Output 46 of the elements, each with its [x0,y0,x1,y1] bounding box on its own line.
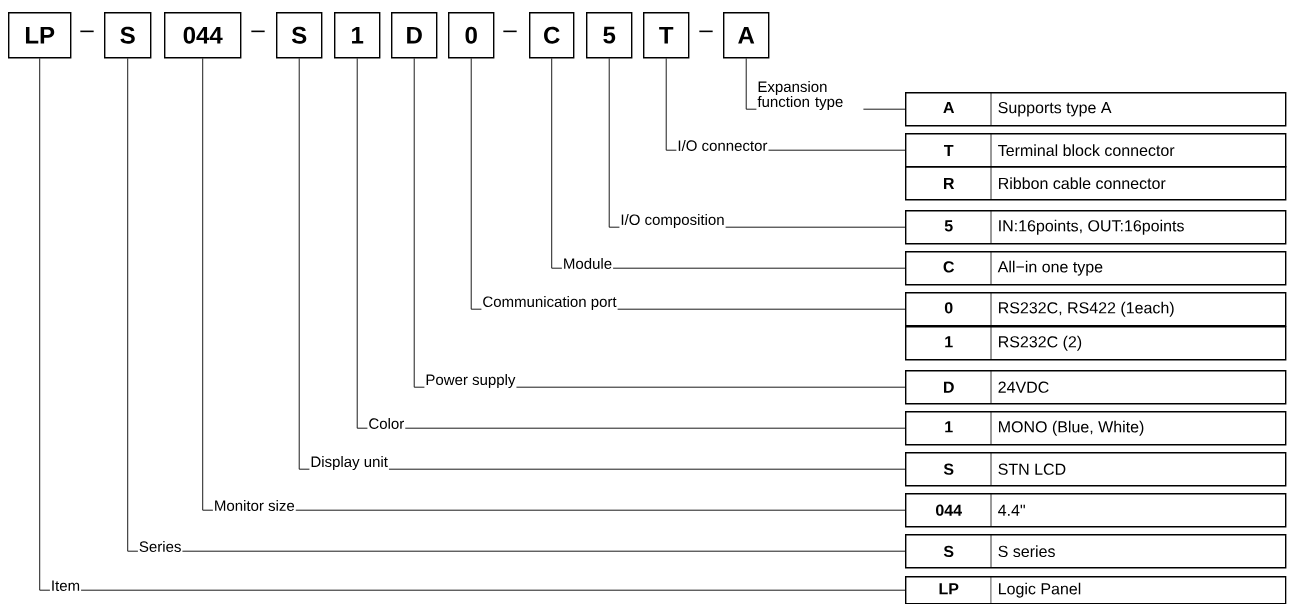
table-row: LP Logic Panel [905,575,1287,604]
leader-line [356,57,906,429]
code-box: 0 [448,12,495,59]
table-row: D 24VDC [905,369,1287,405]
separator-dash: – [80,30,94,33]
table-row: T Terminal block connector [905,132,1287,168]
table-row: 1 MONO (Blue, White) [905,410,1287,446]
edge-label: Expansion function type [756,80,864,111]
edge-label: Series [137,540,183,553]
edge-label: Item [49,579,82,592]
leader-line [413,57,906,388]
code-box: S [276,12,323,59]
edge-label: Color [367,417,406,430]
edge-label: Communication port [481,295,618,311]
edge-label: Module [561,257,614,270]
table-row: 1 RS232C (2) [905,325,1287,361]
leader-line [127,57,906,552]
table-row: R Ribbon cable connector [905,165,1287,201]
code-box: 5 [586,12,633,59]
edge-label: Power supply [424,373,517,389]
code-box: 1 [334,12,381,59]
code-box: 044 [164,12,242,59]
table-row: C All−in one type [905,250,1287,286]
table-row: 044 4.4" [905,492,1287,528]
edge-label: Monitor size [212,499,296,512]
table-row: A Supports type A [905,91,1287,127]
table-row: S S series [905,533,1287,569]
edge-label: Display unit [309,455,389,471]
leader-line [298,57,906,470]
code-box: S [104,12,152,59]
code-box: LP [8,12,72,59]
table-row: S STN LCD [905,451,1287,487]
table-row: 0 RS232C, RS422 (1each) [905,291,1287,327]
leader-line [202,57,906,511]
edge-label: I/O connector [676,139,769,152]
leader-line [551,57,906,269]
code-box: T [643,12,690,59]
edge-label: I/O composition [619,213,726,229]
separator-dash: – [503,30,517,33]
code-box: A [723,12,770,59]
code-box: D [391,12,438,59]
code-box: C [529,12,575,59]
separator-dash: – [251,30,265,33]
leader-line [39,57,906,591]
table-row: 5 IN:16points, OUT:16points [905,209,1287,245]
separator-dash: – [699,30,713,33]
